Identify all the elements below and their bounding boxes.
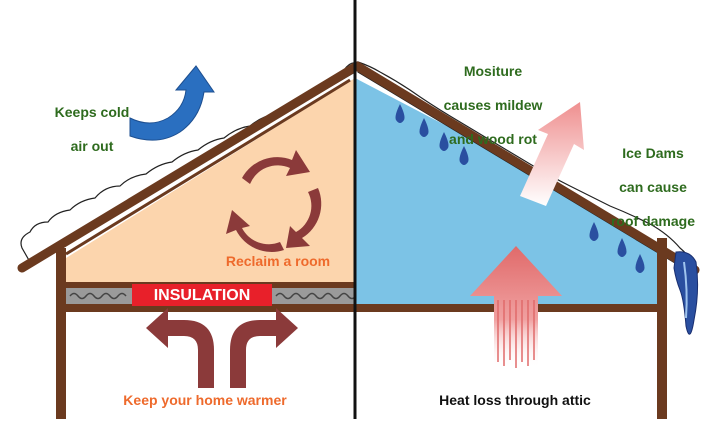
ice-dam-streak bbox=[683, 261, 688, 319]
insulation-squiggle-left bbox=[69, 292, 127, 300]
uninsulated-attic-fill bbox=[355, 78, 665, 304]
insulation-squiggle-right bbox=[275, 292, 357, 300]
insulation-batt-right bbox=[272, 288, 356, 304]
drop-icon bbox=[459, 146, 469, 165]
moisture-line1: Mositure bbox=[463, 63, 523, 79]
drop-icon bbox=[395, 104, 405, 123]
keeps-cold-label: Keeps cold air out bbox=[44, 87, 140, 172]
ice-dams-line1: Ice Dams bbox=[622, 145, 684, 161]
left-rafter-inner bbox=[65, 78, 351, 256]
warm-arrows-icon bbox=[146, 308, 298, 388]
reclaim-label: Reclaim a room bbox=[225, 253, 331, 269]
left-wall-lower bbox=[56, 300, 66, 419]
reclaim-cycle-icon bbox=[226, 150, 322, 252]
heat-loss-streaks bbox=[497, 300, 535, 368]
moisture-drops bbox=[395, 104, 645, 273]
insulated-attic-fill bbox=[66, 78, 355, 290]
left-rafter bbox=[17, 61, 362, 273]
left-wall bbox=[56, 248, 66, 308]
cold-air-arrow-icon bbox=[129, 65, 215, 141]
heat-loss-label: Heat loss through attic bbox=[439, 392, 591, 408]
moisture-line2: causes mildew bbox=[443, 97, 543, 113]
drop-icon bbox=[439, 132, 449, 151]
moisture-line3: and wood rot bbox=[449, 131, 537, 147]
insulation-batt-left bbox=[66, 288, 132, 304]
keeps-cold-line2: air out bbox=[70, 138, 114, 154]
right-wall bbox=[657, 238, 667, 419]
drop-icon bbox=[589, 222, 599, 241]
keeps-cold-line1: Keeps cold bbox=[54, 104, 130, 120]
moisture-label: Mositure causes mildew and wood rot bbox=[428, 46, 558, 165]
ice-dams-label: Ice Dams can cause roof damage bbox=[598, 128, 708, 247]
drop-icon bbox=[635, 254, 645, 273]
ice-dams-line3: roof damage bbox=[610, 213, 695, 229]
drop-icon bbox=[617, 238, 627, 257]
insulation-banner bbox=[132, 284, 272, 306]
insulation-label: INSULATION bbox=[154, 287, 251, 304]
ceiling-joist bbox=[56, 304, 667, 312]
ice-dams-line2: can cause bbox=[619, 179, 687, 195]
keep-warmer-label: Keep your home warmer bbox=[123, 392, 287, 408]
drop-icon bbox=[419, 118, 429, 137]
moisture-vent-arrow-icon bbox=[520, 102, 584, 206]
right-rafter bbox=[352, 61, 700, 275]
